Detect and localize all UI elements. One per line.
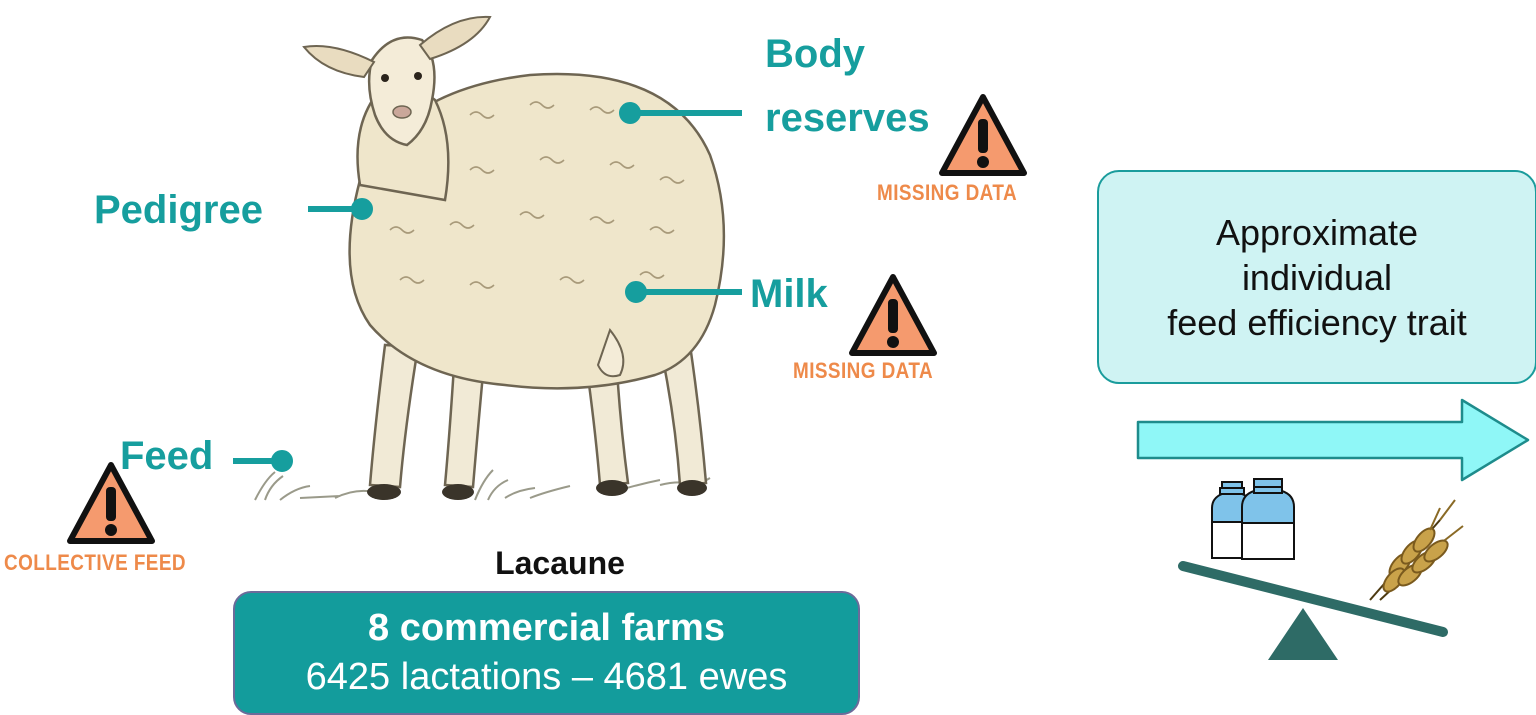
- sheep-hooves: [367, 480, 707, 500]
- farms-title: 8 commercial farms: [368, 604, 725, 653]
- farms-box: 8 commercial farms 6425 lactations – 468…: [233, 591, 860, 715]
- trait-line-3: feed efficiency trait: [1167, 300, 1467, 345]
- trait-line-2: individual: [1242, 255, 1392, 300]
- label-body: Body: [765, 34, 865, 74]
- warning-icon-milk: [852, 277, 934, 353]
- wheat-icon: [1370, 500, 1463, 600]
- label-pedigree: Pedigree: [94, 190, 263, 230]
- trait-box: Approximate individual feed efficiency t…: [1097, 170, 1536, 384]
- grass: [255, 470, 710, 500]
- sheep-ear-left: [304, 46, 374, 77]
- milk-bottles-icon: [1212, 479, 1294, 559]
- arrow-right-icon: [1138, 400, 1528, 480]
- label-milk: Milk: [750, 274, 828, 314]
- warning-text-feed: COLLECTIVE FEED: [4, 550, 186, 576]
- trait-line-1: Approximate: [1216, 210, 1418, 255]
- sheep-nose: [393, 106, 411, 118]
- farms-detail: 6425 lactations – 4681 ewes: [306, 653, 788, 702]
- warning-icon-body: [942, 97, 1024, 173]
- sheep-eye-right: [414, 72, 422, 80]
- sheep-ear-right: [420, 17, 490, 59]
- warning-text-body: MISSING DATA: [877, 180, 1017, 206]
- label-feed: Feed: [120, 436, 213, 476]
- label-reserves: reserves: [765, 98, 930, 138]
- sheep-eye-left: [381, 74, 389, 82]
- warning-text-milk: MISSING DATA: [793, 358, 933, 384]
- breed-label: Lacaune: [400, 545, 720, 582]
